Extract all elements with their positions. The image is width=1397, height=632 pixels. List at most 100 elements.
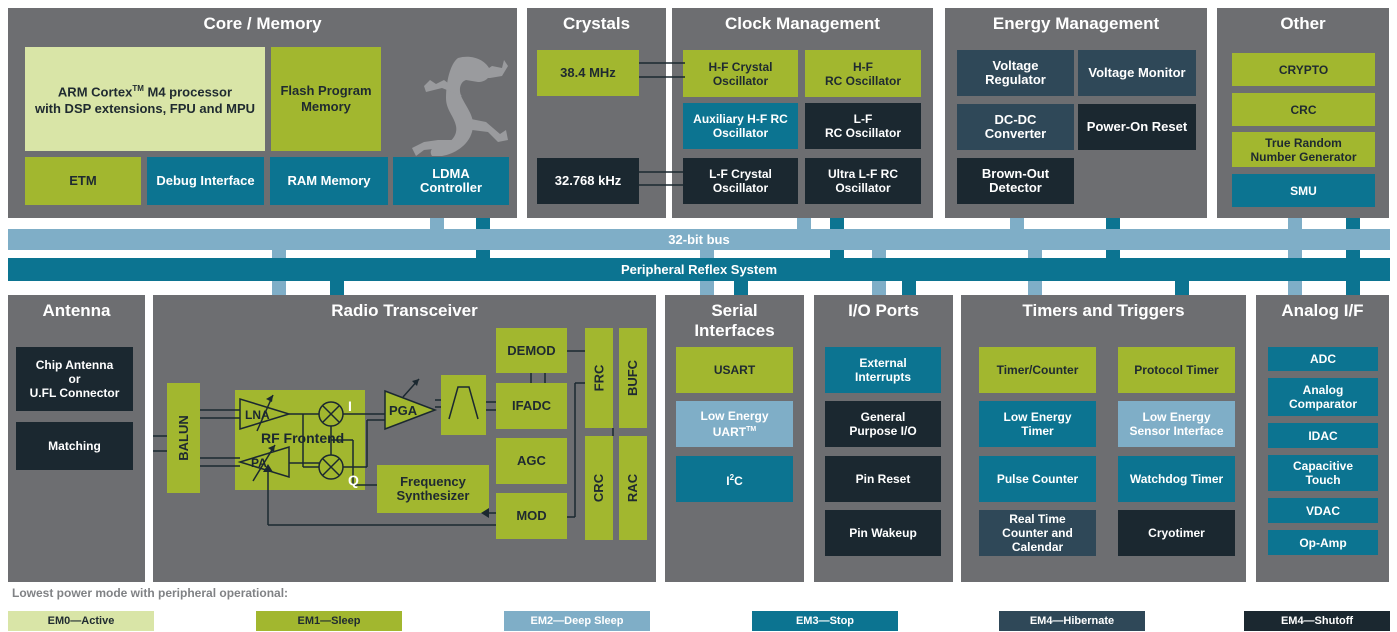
prs-pin (1346, 281, 1360, 295)
mod-block: MOD (496, 493, 567, 539)
lf-rc-oscillator: L-F RC Oscillator (805, 103, 921, 149)
leuart-label: Low Energy UART (700, 409, 769, 439)
letimer-block: Low Energy Timer (979, 401, 1096, 447)
balun-block: BALUN (167, 383, 200, 493)
analog-comparator-block: Analog Comparator (1268, 378, 1378, 416)
agc-block: AGC (496, 438, 567, 484)
i2c-block: I2C (676, 456, 793, 502)
pulse-counter-block: Pulse Counter (979, 456, 1096, 502)
lf-crystal-32khz: 32.768 kHz (537, 158, 639, 204)
section-title: Timers and Triggers (1022, 301, 1185, 320)
legend-em1: EM1—Sleep (256, 611, 402, 631)
rtcc-block: Real Time Counter and Calendar (979, 510, 1096, 556)
gpio-block: General Purpose I/O (825, 401, 941, 447)
bus-pin (430, 218, 444, 229)
section-title: Clock Management (725, 14, 880, 33)
arm-label-2: with DSP extensions, FPU and MPU (34, 100, 256, 116)
q-label: Q (348, 472, 359, 488)
filter-icon (448, 386, 479, 420)
gecko-logo-icon (412, 56, 508, 157)
crc-radio-block: CRC (585, 436, 613, 540)
usart-block: USART (676, 347, 793, 393)
aux-hf-rc-oscillator: Auxiliary H-F RC Oscillator (683, 103, 798, 149)
debug-interface-block: Debug Interface (147, 157, 264, 205)
voltage-regulator-block: Voltage Regulator (957, 50, 1074, 96)
demod-block: DEMOD (496, 328, 567, 373)
crypto-block: CRYPTO (1232, 53, 1375, 86)
section-title: Serial Interfaces (694, 301, 775, 340)
legend-em4-hibernate: EM4—Hibernate (999, 611, 1145, 631)
legend-em3: EM3—Stop (752, 611, 898, 631)
ram-memory-block: RAM Memory (270, 157, 388, 205)
lesense-block: Low Energy Sensor Interface (1118, 401, 1235, 447)
power-on-reset-block: Power-On Reset (1078, 104, 1196, 150)
crystal-connectors (639, 62, 685, 186)
arm-label: ARM Cortex (57, 84, 133, 100)
radio-transceiver-section: Radio Transceiver BALUN Frequency Synthe… (153, 295, 656, 582)
legend-em2: EM2—Deep Sleep (504, 611, 650, 631)
timer-counter-block: Timer/Counter (979, 347, 1096, 393)
hf-crystal-38mhz: 38.4 MHz (537, 50, 639, 96)
io-ports-section: I/O Ports External Interrupts General Pu… (814, 295, 953, 582)
trng-block: True Random Number Generator (1232, 132, 1375, 167)
peripheral-reflex-system: Peripheral Reflex System (8, 258, 1390, 281)
tm-mark: TM (132, 84, 144, 94)
voltage-monitor-block: Voltage Monitor (1078, 50, 1196, 96)
radio-signal-diagram: LNA PA I Q RF Frontend PGA (153, 350, 614, 526)
energy-management-section: Energy Management Voltage Regulator Volt… (945, 8, 1207, 218)
protocol-timer-block: Protocol Timer (1118, 347, 1235, 393)
clock-management-section: Clock Management H-F Crystal Oscillator … (672, 8, 933, 218)
vdac-block: VDAC (1268, 498, 1378, 523)
watchdog-timer-block: Watchdog Timer (1118, 456, 1235, 502)
mixer-i-icon (318, 401, 344, 427)
mixer-q-icon (318, 454, 344, 480)
section-title: Other (1280, 14, 1326, 33)
pga-label: PGA (389, 403, 418, 418)
hf-crystal-oscillator: H-F Crystal Oscillator (683, 50, 798, 97)
frequency-synthesizer-block: Frequency Synthesizer (377, 465, 489, 513)
section-title: Analog I/F (1281, 301, 1364, 320)
dc-dc-converter-block: DC-DC Converter (957, 104, 1074, 150)
section-title: Core / Memory (203, 14, 322, 33)
bus-pin (797, 218, 811, 229)
adc-block: ADC (1268, 347, 1378, 371)
external-interrupts-block: External Interrupts (825, 347, 941, 393)
rf-frontend-label: RF Frontend (261, 430, 344, 446)
pin-wakeup-block: Pin Wakeup (825, 510, 941, 556)
prs-pin (1175, 281, 1189, 295)
bandpass-filter-block (441, 375, 486, 435)
i2c-label: I (726, 473, 730, 488)
tm-mark: TM (746, 426, 757, 433)
idac-block: IDAC (1268, 423, 1378, 448)
section-title: Antenna (42, 301, 111, 320)
32-bit-bus-label: 32-bit bus (668, 232, 730, 247)
i-label: I (348, 398, 352, 414)
prs-label: Peripheral Reflex System (620, 262, 778, 277)
arm-label-b: M4 processor (143, 84, 233, 100)
section-title: I/O Ports (848, 301, 919, 320)
flash-memory-block: Flash Program Memory (271, 47, 381, 151)
chip-antenna-block: Chip Antenna or U.FL Connector (16, 347, 133, 411)
prs-pin (902, 281, 916, 295)
antenna-section: Antenna Chip Antenna or U.FL Connector M… (8, 295, 145, 582)
smu-block: SMU (1232, 174, 1375, 207)
bus-pin (1288, 218, 1302, 229)
hf-rc-oscillator: H-F RC Oscillator (805, 50, 921, 97)
prs-pin (734, 281, 748, 295)
matching-block: Matching (16, 422, 133, 470)
32-bit-bus: 32-bit bus (8, 229, 1390, 250)
legend-title: Lowest power mode with peripheral operat… (12, 586, 289, 600)
capacitive-touch-block: Capacitive Touch (1268, 455, 1378, 491)
timers-triggers-section: Timers and Triggers Timer/Counter Protoc… (961, 295, 1246, 582)
bufc-block: BUFC (619, 328, 647, 428)
frc-block: FRC (585, 328, 613, 428)
serial-interfaces-section: Serial Interfaces USART Low Energy UARTT… (665, 295, 804, 582)
bus-pin (1010, 218, 1024, 229)
pin-reset-block: Pin Reset (825, 456, 941, 502)
section-title: Crystals (562, 14, 631, 33)
i2c-sup: 2 (729, 472, 735, 482)
lf-crystal-oscillator: L-F Crystal Oscillator (683, 158, 798, 204)
etm-block: ETM (25, 157, 141, 205)
